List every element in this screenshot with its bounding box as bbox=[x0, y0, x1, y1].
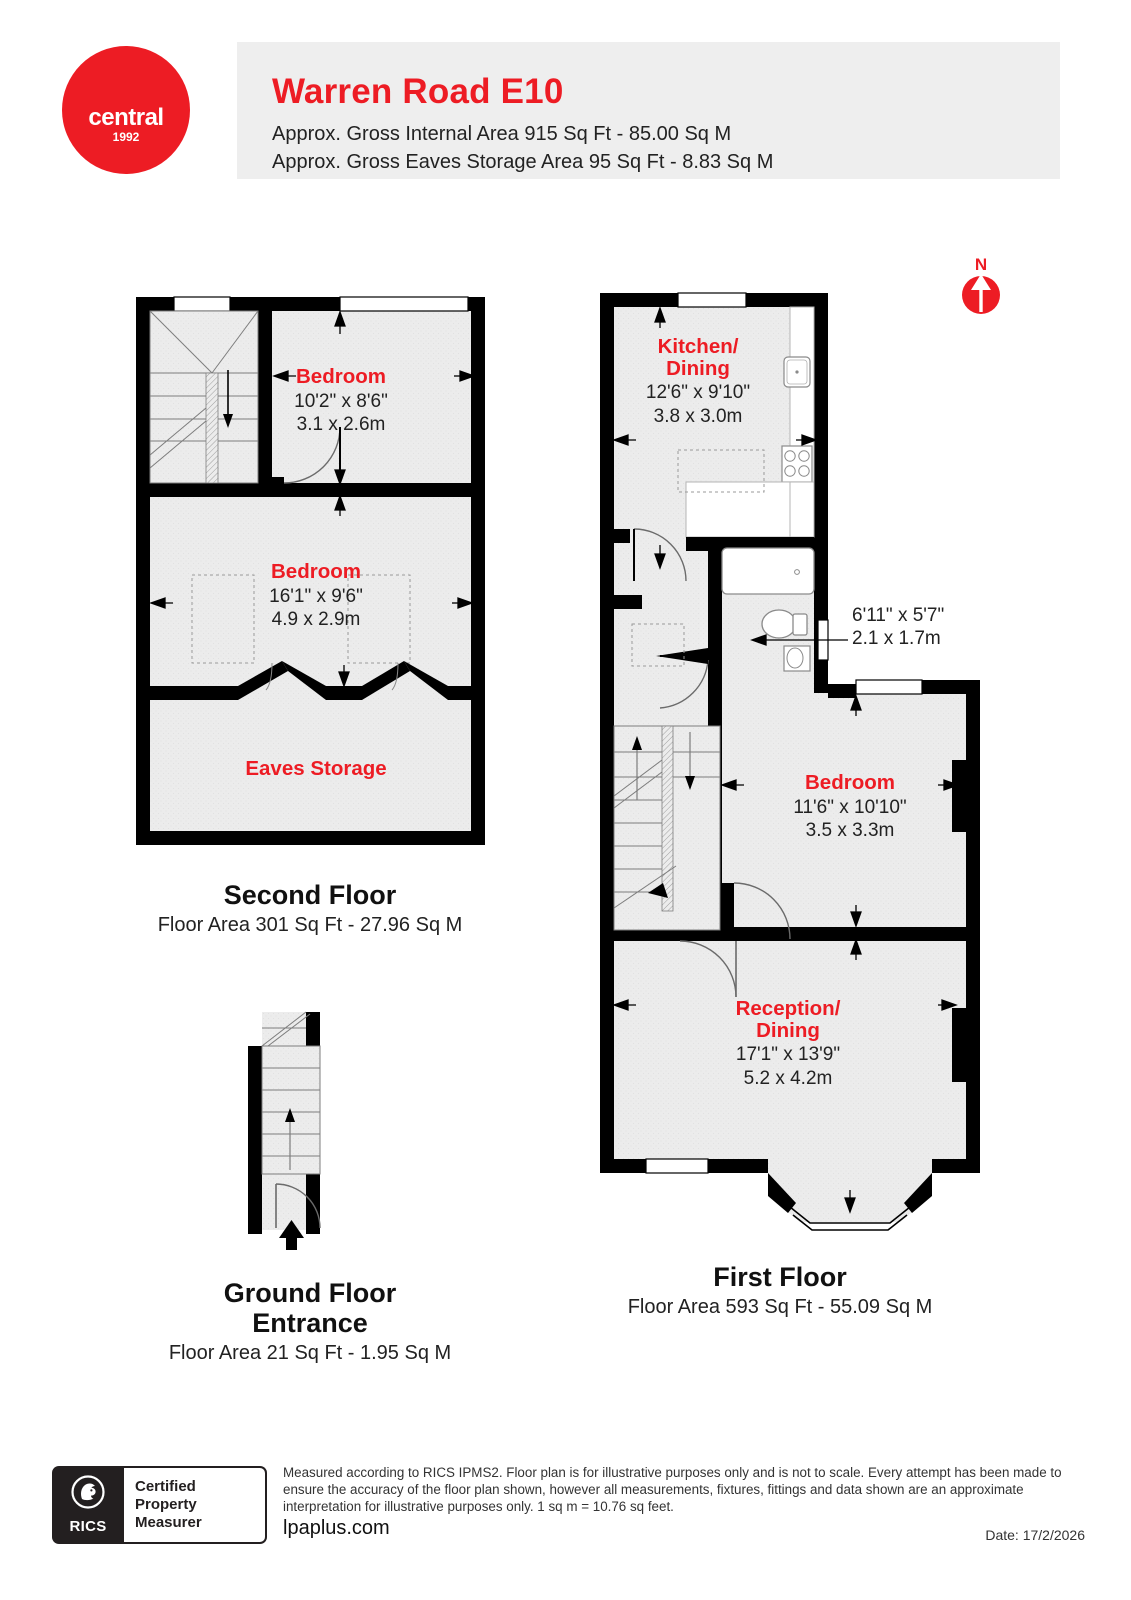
gross-internal-area: Approx. Gross Internal Area 915 Sq Ft - … bbox=[272, 123, 732, 145]
floor-caption-first: First Floor Floor Area 593 Sq Ft - 55.09… bbox=[570, 1262, 990, 1319]
badge-line-1: Certified bbox=[135, 1477, 196, 1495]
room-name: Eaves Storage bbox=[245, 757, 387, 780]
room-name-line1: Reception/ bbox=[735, 997, 841, 1020]
room-dimensions-metric: 3.5 x 3.3m bbox=[805, 819, 895, 841]
floor-area: Floor Area 593 Sq Ft - 55.09 Sq M bbox=[627, 1296, 933, 1319]
logo-year: 1992 bbox=[112, 130, 140, 144]
compass-north-icon bbox=[962, 274, 1000, 314]
bay-window bbox=[768, 1173, 932, 1231]
first-floor-plan bbox=[600, 292, 980, 1231]
room-name-line2: Dining bbox=[756, 1018, 820, 1042]
floor-area: Floor Area 301 Sq Ft - 27.96 Sq M bbox=[157, 914, 463, 937]
gross-eaves-area: Approx. Gross Eaves Storage Area 95 Sq F… bbox=[272, 151, 774, 173]
room-name: Bedroom bbox=[805, 771, 895, 794]
logo-wordmark: central bbox=[88, 104, 164, 131]
room-dimensions-imperial: 6'11" x 5'7" bbox=[852, 605, 945, 626]
badge-line-2: Property bbox=[135, 1495, 197, 1513]
certified-property-measurer-text: Certified Property Measurer bbox=[124, 1466, 267, 1544]
room-label-second-bedroom-2: Bedroom 16'1" x 9'6" 4.9 x 2.9m bbox=[224, 561, 408, 631]
room-dimensions-imperial: 11'6" x 10'10" bbox=[793, 796, 907, 818]
room-dimensions-imperial: 10'2" x 8'6" bbox=[294, 390, 388, 412]
floor-caption-ground: Ground Floor Entrance Floor Area 21 Sq F… bbox=[95, 1278, 525, 1365]
eaves-divider bbox=[150, 661, 471, 700]
disclaimer-text: Measured according to RICS IPMS2. Floor … bbox=[283, 1465, 1062, 1515]
room-name: Bedroom bbox=[296, 365, 386, 388]
floor-caption-second: Second Floor Floor Area 301 Sq Ft - 27.9… bbox=[105, 880, 515, 937]
room-name-line1: Kitchen/ bbox=[657, 335, 739, 358]
floor-name: First Floor bbox=[713, 1262, 847, 1292]
rics-logo-block: RICS bbox=[52, 1466, 124, 1544]
badge-line-3: Measurer bbox=[135, 1514, 202, 1532]
website-url[interactable]: lpaplus.com bbox=[283, 1517, 390, 1539]
room-label-first-bedroom: Bedroom 11'6" x 10'10" 3.5 x 3.3m bbox=[756, 772, 944, 842]
floor-name: Second Floor bbox=[223, 880, 397, 910]
room-dimensions-metric: 5.2 x 4.2m bbox=[743, 1067, 833, 1089]
kitchen-units bbox=[677, 306, 815, 538]
room-name-line2: Dining bbox=[666, 356, 730, 380]
rics-certified-badge: RICS Certified Property Measurer bbox=[52, 1466, 267, 1544]
rics-wordmark: RICS bbox=[69, 1518, 107, 1535]
entrance-arrow bbox=[279, 1220, 304, 1250]
room-dimensions-metric: 4.9 x 2.9m bbox=[271, 608, 361, 630]
room-label-kitchen-dining: Kitchen/ Dining 12'6" x 9'10" 3.8 x 3.0m bbox=[608, 336, 788, 428]
plan-date: Date: 17/2/2026 bbox=[985, 1527, 1085, 1543]
room-label-reception-dining: Reception/ Dining 17'1" x 13'9" 5.2 x 4.… bbox=[692, 998, 884, 1090]
stairs-first-floor bbox=[613, 725, 721, 931]
room-dimensions-imperial: 16'1" x 9'6" bbox=[269, 585, 363, 607]
stairs-ground-floor bbox=[261, 1011, 321, 1175]
central-logo: central 1992 bbox=[62, 46, 190, 174]
page-title: Warren Road E10 bbox=[272, 72, 564, 111]
disclaimer-block: Measured according to RICS IPMS2. Floor … bbox=[283, 1464, 1073, 1515]
second-floor-plan bbox=[136, 296, 485, 845]
room-name: Bedroom bbox=[271, 560, 361, 583]
room-label-eaves-storage: Eaves Storage bbox=[216, 758, 416, 780]
room-label-second-bedroom-1: Bedroom 10'2" x 8'6" 3.1 x 2.6m bbox=[255, 366, 427, 436]
room-dimensions-metric: 3.8 x 3.0m bbox=[653, 405, 743, 427]
bathroom bbox=[631, 547, 829, 709]
room-dimensions-metric: 2.1 x 1.7m bbox=[852, 628, 941, 650]
room-dimensions-imperial: 12'6" x 9'10" bbox=[645, 382, 751, 404]
floor-name-line1: Ground Floor bbox=[223, 1278, 397, 1308]
stairs-second-floor bbox=[149, 310, 259, 484]
room-label-bathroom: 6'11" x 5'7" 2.1 x 1.7m bbox=[852, 604, 984, 650]
rics-lion-icon bbox=[71, 1475, 105, 1509]
header-band bbox=[237, 42, 1060, 179]
ground-floor-plan bbox=[248, 1011, 321, 1250]
room-dimensions-imperial: 17'1" x 13'9" bbox=[735, 1044, 841, 1066]
floor-name-line2: Entrance bbox=[252, 1308, 368, 1339]
floor-area: Floor Area 21 Sq Ft - 1.95 Sq M bbox=[168, 1342, 452, 1365]
north-label: N bbox=[974, 255, 988, 274]
room-dimensions-metric: 3.1 x 2.6m bbox=[296, 413, 386, 435]
